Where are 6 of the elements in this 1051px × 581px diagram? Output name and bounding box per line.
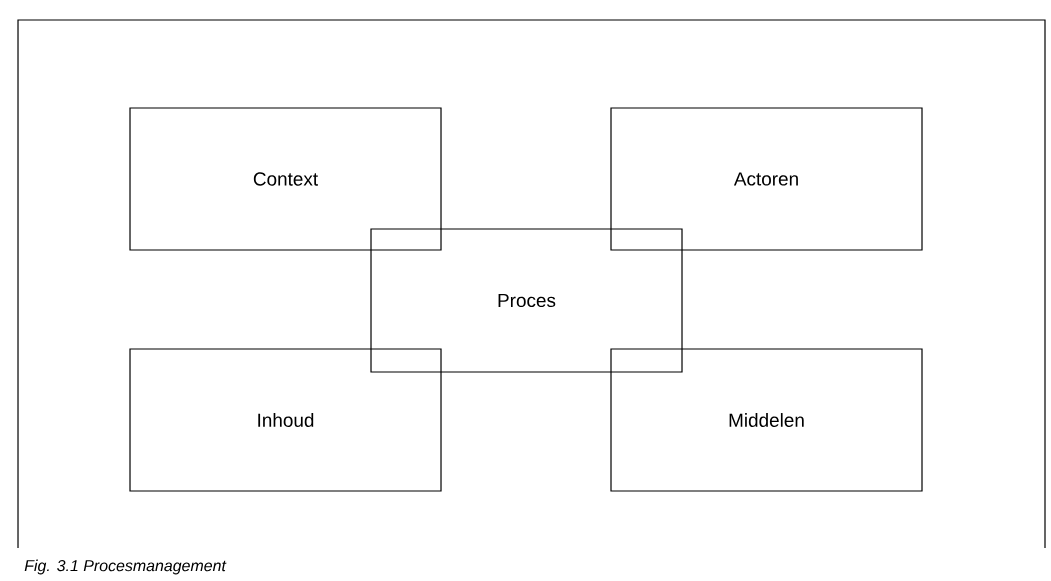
box: Actoren [610, 107, 923, 251]
box: Inhoud [129, 348, 442, 492]
box: Proces [370, 228, 683, 373]
caption: Fig. 3.1 Procesmanagement [24, 559, 227, 575]
box: Context [129, 107, 442, 251]
box: Middelen [610, 348, 923, 492]
